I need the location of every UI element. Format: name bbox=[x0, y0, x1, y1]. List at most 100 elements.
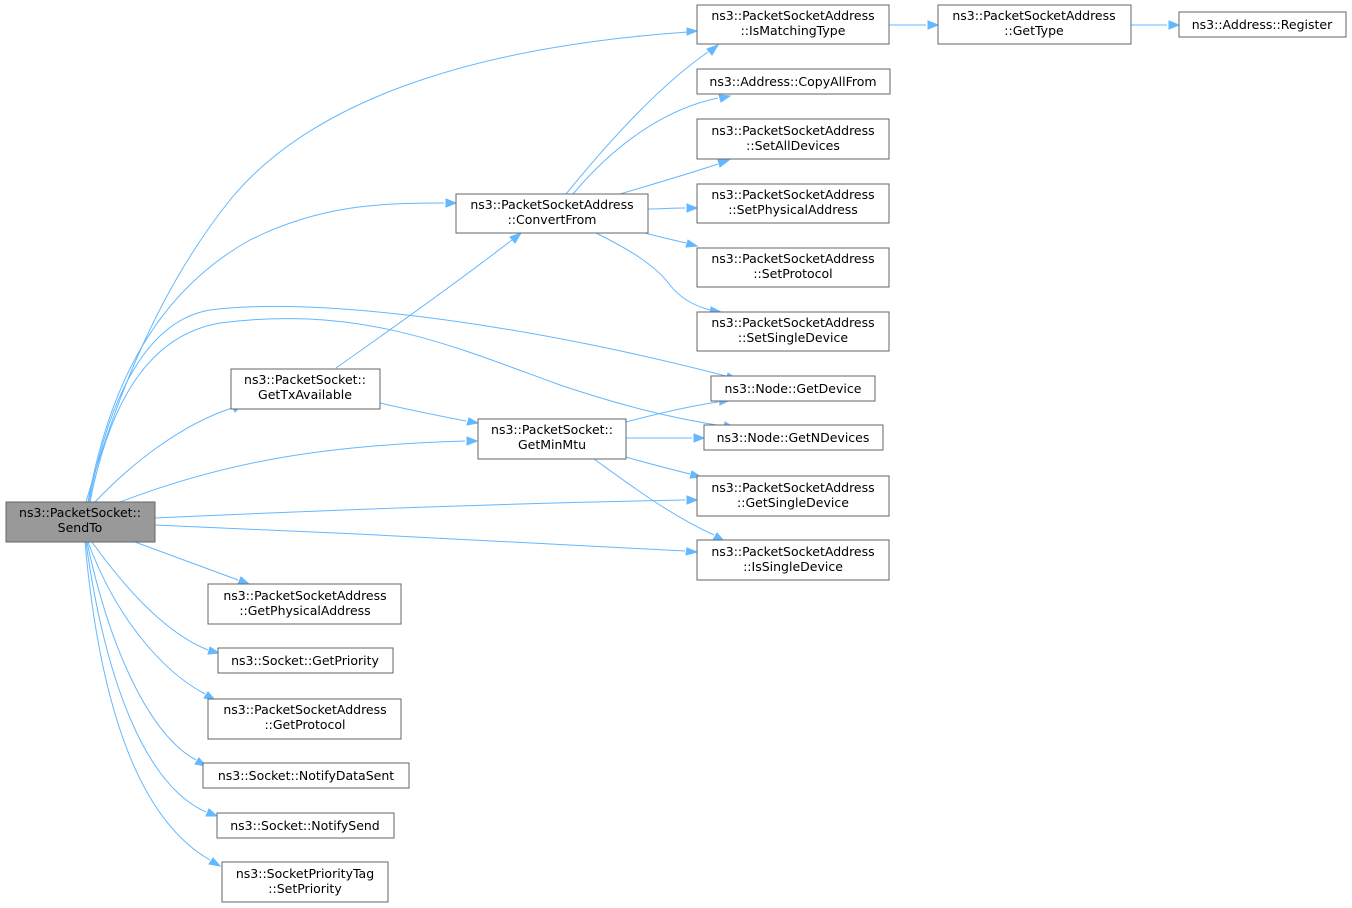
edge-convertfrom-setalldevices bbox=[619, 163, 719, 195]
edge-sendto-getminmtu bbox=[119, 440, 466, 503]
node-getsingledevice[interactable]: ns3::PacketSocketAddress ::GetSingleDevi… bbox=[696, 475, 890, 517]
edge-getminmtu-issingledevice bbox=[593, 458, 715, 536]
edge-head-sendto-ismatchingtype bbox=[686, 27, 699, 36]
edge-sendto-convertfrom bbox=[87, 202, 445, 503]
edge-sendto-getsingledevice bbox=[154, 499, 686, 519]
edge-getminmtu-getsingledevice bbox=[625, 456, 691, 475]
node-getdevice-line-0: ns3::Node::GetDevice bbox=[725, 381, 862, 396]
node-setphysicaladdress[interactable]: ns3::PacketSocketAddress ::SetPhysicalAd… bbox=[696, 183, 890, 224]
edge-sendto-getprotocol bbox=[87, 541, 206, 695]
edge-head-sendto-setpriority bbox=[208, 857, 222, 867]
edge-sendto-setpriority bbox=[84, 541, 211, 861]
node-sendto-line-0: ns3::PacketSocket:: bbox=[19, 505, 141, 520]
node-getprotocol-line-0: ns3::PacketSocketAddress bbox=[223, 702, 386, 717]
edge-head-sendto-getphysicaladdress bbox=[237, 576, 251, 585]
edge-head-sendto-getpriority bbox=[207, 646, 221, 655]
node-gettype-line-1: ::GetType bbox=[1004, 23, 1064, 38]
edge-head-convertfrom-copyallfrom bbox=[718, 94, 732, 103]
edge-head-getminmtu-getndevices bbox=[693, 433, 706, 443]
node-gettxavailable-line-1: GetTxAvailable bbox=[258, 387, 352, 402]
node-setpriority[interactable]: ns3::SocketPriorityTag ::SetPriority bbox=[221, 861, 389, 903]
node-getprotocol-line-1: ::GetProtocol bbox=[264, 717, 345, 732]
node-notifysend[interactable]: ns3::Socket::NotifySend bbox=[216, 812, 395, 839]
node-setalldevices-line-0: ns3::PacketSocketAddress bbox=[711, 123, 874, 138]
node-setsingledevice-line-0: ns3::PacketSocketAddress bbox=[711, 315, 874, 330]
node-issingledevice-line-1: ::IsSingleDevice bbox=[743, 559, 843, 574]
node-setpriority-line-0: ns3::SocketPriorityTag bbox=[236, 866, 374, 881]
node-copyallfrom[interactable]: ns3::Address::CopyAllFrom bbox=[696, 68, 891, 95]
node-setprotocol[interactable]: ns3::PacketSocketAddress ::SetProtocol bbox=[696, 247, 890, 288]
node-getminmtu-line-1: GetMinMtu bbox=[518, 437, 586, 452]
node-getphysicaladdress-line-1: ::GetPhysicalAddress bbox=[239, 603, 370, 618]
node-setalldevices-line-1: ::SetAllDevices bbox=[746, 138, 840, 153]
edge-head-sendto-convertfrom bbox=[445, 198, 458, 208]
node-getndevices-line-0: ns3::Node::GetNDevices bbox=[717, 430, 870, 445]
edge-head-sendto-getsingledevice bbox=[686, 495, 699, 505]
edge-convertfrom-setprotocol bbox=[644, 232, 687, 244]
edge-head-sendto-getminmtu bbox=[466, 436, 479, 446]
edge-convertfrom-setphysicaladdress bbox=[647, 207, 686, 210]
edge-sendto-gettxavailable bbox=[94, 407, 233, 503]
node-convertfrom-line-1: ::ConvertFrom bbox=[508, 212, 597, 227]
edge-head-ismatchingtype-gettype bbox=[927, 20, 940, 30]
node-notifysend-line-0: ns3::Socket::NotifySend bbox=[230, 818, 380, 833]
edge-gettxavailable-convertfrom bbox=[335, 239, 513, 369]
node-ismatchingtype[interactable]: ns3::PacketSocketAddress ::IsMatchingTyp… bbox=[696, 4, 890, 45]
node-getpriority[interactable]: ns3::Socket::GetPriority bbox=[217, 647, 394, 674]
edge-head-gettxavailable-getminmtu bbox=[466, 417, 480, 426]
edge-sendto-getndevices bbox=[89, 318, 724, 503]
node-sendto[interactable]: ns3::PacketSocket:: SendTo bbox=[5, 501, 156, 543]
node-setphysicaladdress-line-0: ns3::PacketSocketAddress bbox=[711, 187, 874, 202]
node-getminmtu-line-0: ns3::PacketSocket:: bbox=[491, 422, 613, 437]
edge-sendto-getpriority bbox=[91, 541, 209, 651]
node-ismatchingtype-line-1: ::IsMatchingType bbox=[741, 23, 846, 38]
node-setalldevices[interactable]: ns3::PacketSocketAddress ::SetAllDevices bbox=[696, 118, 890, 160]
node-register[interactable]: ns3::Address::Register bbox=[1178, 11, 1347, 38]
edge-head-gettxavailable-convertfrom bbox=[509, 232, 523, 244]
edge-head-sendto-issingledevice bbox=[685, 547, 699, 556]
node-issingledevice-line-0: ns3::PacketSocketAddress bbox=[711, 544, 874, 559]
edge-convertfrom-setsingledevice bbox=[595, 232, 711, 311]
edge-sendto-notifydatasent bbox=[86, 541, 197, 761]
edge-head-convertfrom-ismatchingtype bbox=[706, 44, 720, 56]
nodes-layer: ns3::PacketSocket:: SendTo ns3::PacketSo… bbox=[5, 4, 1347, 903]
node-notifydatasent-line-0: ns3::Socket::NotifyDataSent bbox=[218, 768, 394, 783]
edge-head-sendto-notifysend bbox=[205, 808, 219, 817]
node-gettxavailable[interactable]: ns3::PacketSocket:: GetTxAvailable bbox=[230, 368, 381, 410]
node-convertfrom-line-0: ns3::PacketSocketAddress bbox=[470, 197, 633, 212]
edge-sendto-notifysend bbox=[85, 541, 207, 813]
edge-sendto-getphysicaladdress bbox=[134, 541, 239, 581]
node-ismatchingtype-line-0: ns3::PacketSocketAddress bbox=[711, 8, 874, 23]
edge-sendto-issingledevice bbox=[154, 524, 686, 552]
node-getsingledevice-line-0: ns3::PacketSocketAddress bbox=[711, 480, 874, 495]
node-setsingledevice-line-1: ::SetSingleDevice bbox=[738, 330, 848, 345]
node-gettxavailable-line-0: ns3::PacketSocket:: bbox=[244, 372, 366, 387]
node-getphysicaladdress-line-0: ns3::PacketSocketAddress bbox=[223, 588, 386, 603]
node-getdevice[interactable]: ns3::Node::GetDevice bbox=[710, 375, 876, 402]
node-issingledevice[interactable]: ns3::PacketSocketAddress ::IsSingleDevic… bbox=[696, 539, 890, 581]
node-sendto-line-1: SendTo bbox=[58, 520, 103, 535]
node-getsingledevice-line-1: ::GetSingleDevice bbox=[737, 495, 849, 510]
edge-gettxavailable-getminmtu bbox=[379, 402, 467, 422]
node-getminmtu[interactable]: ns3::PacketSocket:: GetMinMtu bbox=[477, 418, 627, 460]
node-gettype-line-0: ns3::PacketSocketAddress bbox=[952, 8, 1115, 23]
node-convertfrom[interactable]: ns3::PacketSocketAddress ::ConvertFrom bbox=[455, 193, 649, 234]
node-setsingledevice[interactable]: ns3::PacketSocketAddress ::SetSingleDevi… bbox=[696, 311, 890, 352]
node-getphysicaladdress[interactable]: ns3::PacketSocketAddress ::GetPhysicalAd… bbox=[207, 583, 402, 625]
node-setprotocol-line-0: ns3::PacketSocketAddress bbox=[711, 251, 874, 266]
edge-sendto-getdevice bbox=[88, 306, 727, 503]
node-setphysicaladdress-line-1: ::SetPhysicalAddress bbox=[728, 202, 858, 217]
node-getprotocol[interactable]: ns3::PacketSocketAddress ::GetProtocol bbox=[207, 698, 402, 740]
edge-head-convertfrom-setphysicaladdress bbox=[686, 203, 699, 213]
node-setpriority-line-1: ::SetPriority bbox=[268, 881, 342, 896]
node-getndevices[interactable]: ns3::Node::GetNDevices bbox=[703, 424, 884, 451]
node-gettype[interactable]: ns3::PacketSocketAddress ::GetType bbox=[937, 4, 1132, 45]
node-notifydatasent[interactable]: ns3::Socket::NotifyDataSent bbox=[202, 762, 410, 789]
node-setprotocol-line-1: ::SetProtocol bbox=[753, 266, 832, 281]
node-register-line-0: ns3::Address::Register bbox=[1192, 17, 1333, 32]
edge-head-convertfrom-setprotocol bbox=[685, 239, 699, 248]
edge-head-gettype-register bbox=[1168, 20, 1181, 30]
edge-sendto-ismatchingtype bbox=[85, 31, 689, 503]
edge-getminmtu-getdevice bbox=[625, 401, 719, 423]
